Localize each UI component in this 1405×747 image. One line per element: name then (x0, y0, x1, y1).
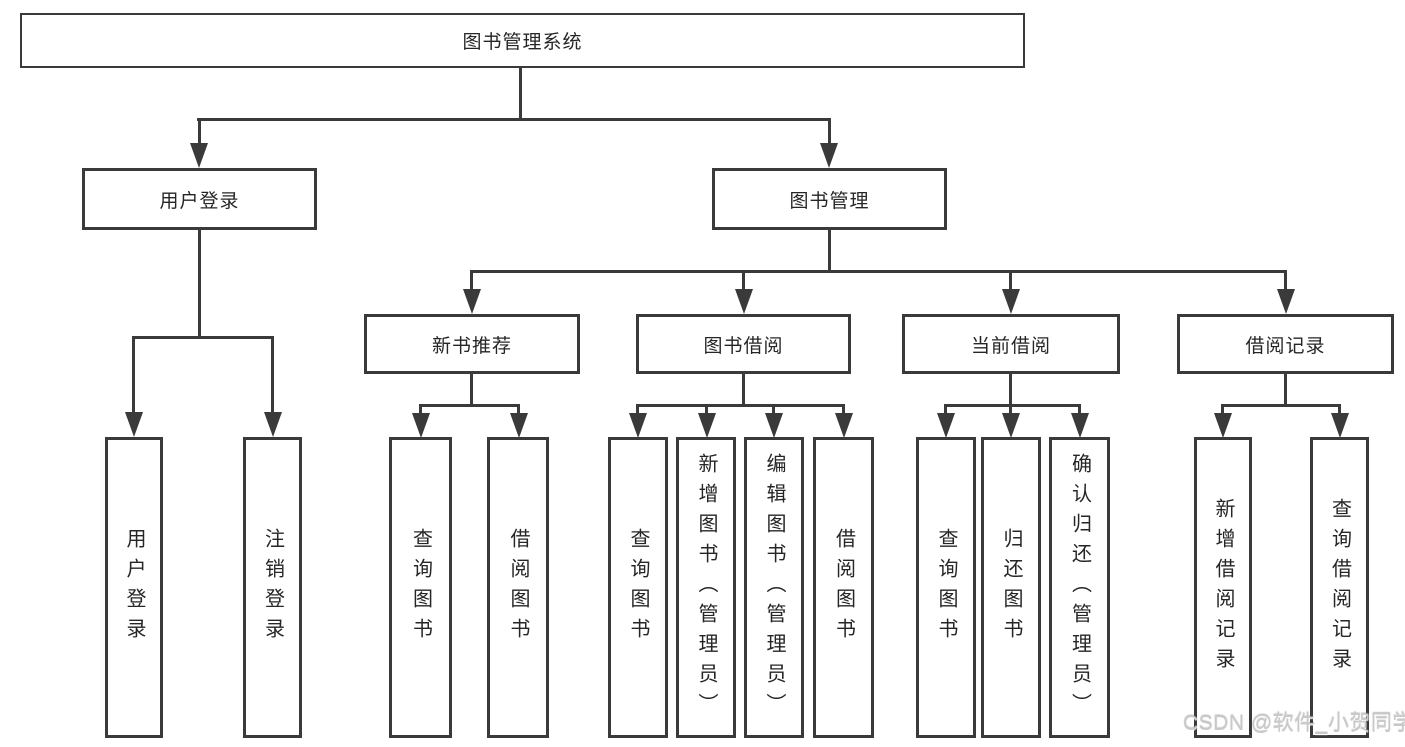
connector-line (519, 68, 522, 119)
arrow-down-icon (1002, 289, 1020, 314)
connector-line (1009, 404, 1012, 414)
connector-line (772, 404, 775, 414)
connector-line (828, 118, 831, 146)
arrow-down-icon (937, 413, 955, 438)
arrow-down-icon (698, 413, 716, 438)
node-new-book-recommend: 新书推荐 (364, 314, 580, 374)
connector-line (944, 404, 947, 414)
leaf-label: 借阅图书 (507, 527, 529, 648)
arrow-down-icon (1214, 413, 1232, 438)
connector-line (198, 118, 201, 146)
connector-line (271, 336, 274, 414)
connector-line (1009, 374, 1012, 406)
leaf-label: 用户登录 (123, 527, 145, 648)
csdn-watermark: CSDN @软件_小贺同学 (1183, 712, 1405, 735)
leaf-label: 确认归还（管理员） (1068, 452, 1091, 723)
leaf-confirm-return-admin: 确认归还（管理员） (1049, 437, 1110, 738)
connector-line (197, 118, 831, 121)
leaf-label: 注销登录 (261, 527, 284, 648)
arrow-down-icon (1071, 413, 1089, 438)
arrow-down-icon (765, 413, 783, 438)
node-book-borrow: 图书借阅 (636, 314, 851, 374)
arrow-down-icon (835, 413, 853, 438)
connector-line (1284, 374, 1287, 406)
node-borrow-records: 借阅记录 (1177, 314, 1394, 374)
leaf-add-books-admin: 新增图书（管理员） (676, 437, 736, 738)
node-library-system: 图书管理系统 (20, 13, 1025, 68)
leaf-edit-books-admin: 编辑图书（管理员） (744, 437, 804, 738)
leaf-query-books-2: 查询图书 (608, 437, 668, 738)
leaf-label: 借阅图书 (832, 527, 855, 648)
connector-line (742, 374, 745, 406)
connector-line (1284, 270, 1287, 290)
leaf-borrow-books-1: 借阅图书 (487, 437, 549, 738)
connector-line (828, 230, 831, 272)
connector-line (1221, 404, 1224, 414)
leaf-label: 新增借阅记录 (1212, 497, 1234, 678)
arrow-down-icon (629, 413, 647, 438)
leaf-label: 查询图书 (409, 527, 432, 648)
leaf-label: 查询借阅记录 (1328, 497, 1351, 678)
connector-line (419, 404, 422, 414)
arrow-down-icon (820, 143, 838, 168)
arrow-down-icon (412, 413, 430, 438)
leaf-label: 编辑图书（管理员） (763, 452, 785, 723)
arrow-down-icon (1277, 289, 1295, 314)
leaf-borrow-books-2: 借阅图书 (813, 437, 874, 738)
connector-line (1221, 404, 1341, 407)
connector-line (470, 270, 473, 290)
connector-line (1009, 270, 1012, 290)
connector-line (198, 230, 201, 338)
connector-line (132, 336, 274, 339)
node-user-login: 用户登录 (82, 168, 317, 230)
arrow-down-icon (463, 289, 481, 314)
connector-line (636, 404, 639, 414)
connector-line (742, 270, 745, 290)
arrow-down-icon (264, 412, 282, 437)
leaf-user-login: 用户登录 (105, 437, 163, 738)
connector-line (470, 374, 473, 406)
connector-line (842, 404, 845, 414)
leaf-label: 归还图书 (1000, 527, 1022, 648)
leaf-query-books-3: 查询图书 (916, 437, 976, 738)
connector-line (419, 404, 520, 407)
connector-line (1078, 404, 1081, 414)
arrow-down-icon (735, 289, 753, 314)
connector-line (470, 270, 1287, 273)
leaf-label: 新增图书（管理员） (695, 452, 717, 723)
connector-line (517, 404, 520, 414)
leaf-query-books-1: 查询图书 (389, 437, 452, 738)
leaf-query-borrow-record: 查询借阅记录 (1310, 437, 1369, 738)
arrow-down-icon (190, 143, 208, 168)
arrow-down-icon (510, 413, 528, 438)
connector-line (944, 404, 1081, 407)
leaf-add-borrow-record: 新增借阅记录 (1194, 437, 1252, 738)
leaf-label: 查询图书 (627, 527, 649, 648)
connector-line (1338, 404, 1341, 414)
node-book-management: 图书管理 (712, 168, 947, 230)
arrow-down-icon (1331, 413, 1349, 438)
leaf-label: 查询图书 (935, 527, 957, 648)
connector-line (705, 404, 708, 414)
leaf-logout: 注销登录 (243, 437, 302, 738)
node-current-borrow: 当前借阅 (902, 314, 1120, 374)
connector-line (636, 404, 845, 407)
leaf-return-books: 归还图书 (981, 437, 1041, 738)
arrow-down-icon (125, 412, 143, 437)
connector-line (132, 336, 135, 414)
arrow-down-icon (1002, 413, 1020, 438)
